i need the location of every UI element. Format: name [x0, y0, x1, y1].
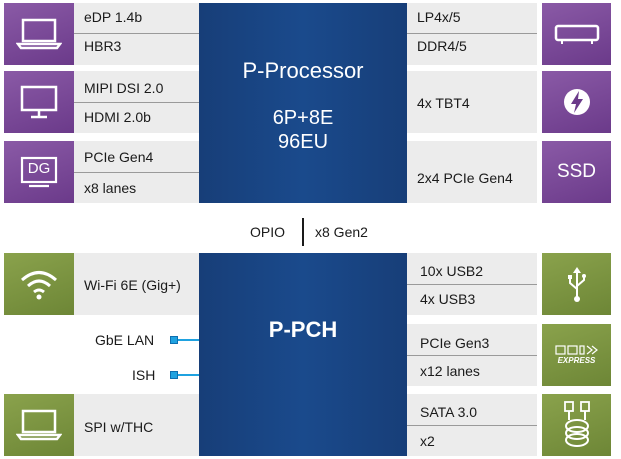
tbt-label-box	[407, 71, 537, 133]
separator	[74, 102, 199, 103]
dg-icon: DG	[19, 155, 59, 189]
hdmi-label: HDMI 2.0b	[84, 109, 151, 125]
sata-label: SATA 3.0	[420, 404, 478, 420]
wifi-label: Wi-Fi 6E (Gig+)	[84, 277, 181, 293]
link-right-label: x8 Gen2	[315, 224, 368, 240]
processor-gpu: 96EU	[277, 131, 329, 153]
ssd-icon: SSD	[556, 161, 597, 182]
memory-label-box	[407, 3, 537, 65]
processor-name: P-Processor	[242, 58, 364, 83]
pcie3-label: PCIe Gen3	[420, 335, 490, 351]
tbt-label: 4x TBT4	[417, 95, 470, 111]
separator	[407, 425, 537, 426]
gbe-label: GbE LAN	[95, 332, 155, 348]
separator	[407, 355, 537, 356]
gbe-connector-line	[178, 339, 199, 341]
pcie-gen4-ssd-label-box	[407, 141, 537, 203]
spi-label: SPI w/THC	[84, 419, 154, 435]
pcie-gen4-ssd-label: 2x4 PCIe Gen4	[417, 170, 513, 186]
monitor-icon	[19, 84, 59, 120]
dg-icon-box: DG	[4, 141, 74, 203]
link-divider	[302, 218, 304, 246]
sata-cable-icon	[559, 400, 595, 450]
pci-express-icon	[554, 345, 600, 355]
mipi-label: MIPI DSI 2.0	[84, 80, 164, 96]
laptop-icon-box	[4, 3, 74, 65]
pch-name: P-PCH	[268, 317, 338, 342]
usb2-label: 10x USB2	[420, 263, 484, 279]
pci-express-icon-box: EXPRESS	[542, 324, 611, 386]
ddr-label: DDR4/5	[417, 38, 467, 54]
separator	[407, 284, 537, 285]
edp-label-box	[74, 3, 199, 65]
usb3-label: 4x USB3	[420, 291, 476, 307]
usb-icon	[565, 265, 589, 303]
spi-icon-box	[4, 394, 74, 456]
gbe-connector-dot	[170, 336, 178, 344]
spi-label-box	[74, 394, 199, 456]
thunderbolt-icon	[562, 87, 592, 117]
ish-connector-line	[178, 374, 199, 376]
pcie4-label: PCIe Gen4	[84, 149, 154, 165]
lp4x-label: LP4x/5	[417, 9, 461, 25]
hbr3-label: HBR3	[84, 38, 122, 54]
laptop-icon	[16, 17, 62, 51]
monitor-icon-box	[4, 71, 74, 133]
separator	[74, 172, 199, 173]
x8-lanes-label: x8 lanes	[84, 180, 137, 196]
x12-lanes-label: x12 lanes	[420, 363, 480, 379]
usb-icon-box	[542, 253, 611, 315]
ish-connector-dot	[170, 371, 178, 379]
processor-chip: P-Processor 6P+8E 96EU	[199, 3, 407, 203]
thunderbolt-icon-box	[542, 71, 611, 133]
separator	[407, 33, 537, 34]
processor-cores: 6P+8E	[272, 107, 334, 129]
dg-icon-text: DG	[27, 160, 51, 177]
laptop-icon	[16, 408, 62, 442]
edp-label: eDP 1.4b	[84, 9, 143, 25]
pci-express-icon-text: EXPRESS	[557, 356, 596, 365]
wifi-label-box	[74, 253, 199, 315]
separator	[74, 33, 199, 34]
wifi-icon	[19, 267, 59, 301]
sata-icon-box	[542, 394, 611, 456]
pch-chip: P-PCH	[199, 253, 407, 456]
ish-label: ISH	[132, 367, 156, 383]
memory-icon-box	[542, 3, 611, 65]
sata-x2-label: x2	[420, 433, 435, 449]
ssd-icon-box: SSD	[542, 141, 611, 203]
memory-icon	[554, 23, 600, 45]
link-left-label: OPIO	[250, 224, 286, 240]
wifi-icon-box	[4, 253, 74, 315]
